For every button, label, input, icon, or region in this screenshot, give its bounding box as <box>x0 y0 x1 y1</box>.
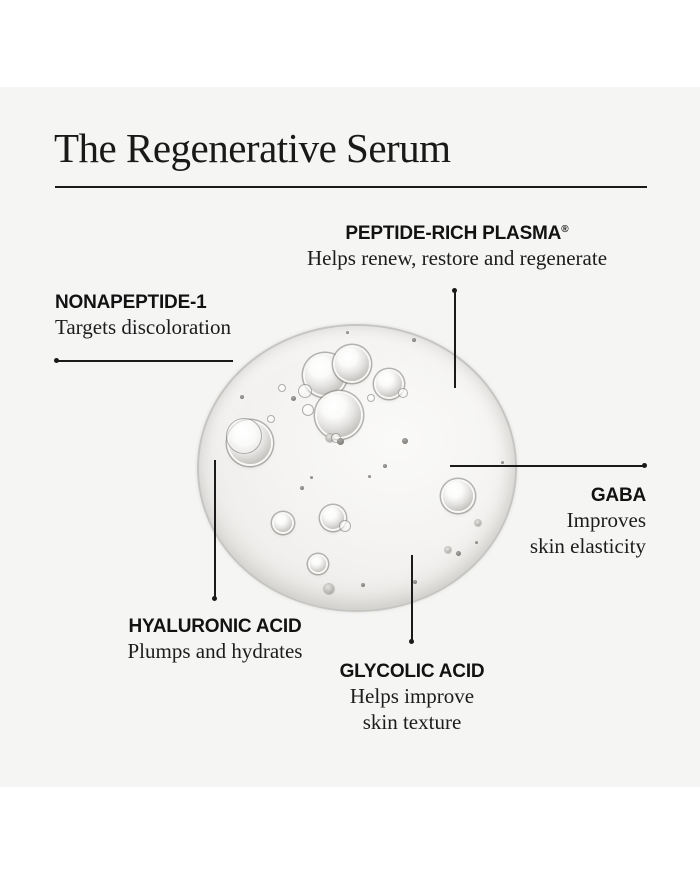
title-divider <box>55 186 647 188</box>
ingredient-name: GLYCOLIC ACID <box>339 661 485 682</box>
ingredient-name: PEPTIDE-RICH PLASMA® <box>345 223 569 244</box>
product-title: The Regenerative Serum <box>54 125 451 171</box>
callout-dot <box>53 358 59 364</box>
gray-bubble <box>324 584 334 594</box>
speck-bubble <box>240 395 244 399</box>
ingredient-benefit: Plumps and hydrates <box>127 639 303 663</box>
ingredient-name: NONAPEPTIDE-1 <box>55 292 207 313</box>
ring-bubble <box>278 384 286 392</box>
speck-bubble <box>413 580 417 584</box>
pearl-bubble <box>376 371 402 397</box>
serum-droplet-photo <box>197 324 517 612</box>
pearl-bubble <box>443 481 473 511</box>
speck-bubble <box>402 438 408 444</box>
pearl-bubble <box>335 347 369 381</box>
pearl-bubble <box>310 556 326 572</box>
speck-bubble <box>412 338 416 342</box>
speck-bubble <box>383 464 387 468</box>
ring-bubble <box>367 394 375 402</box>
gray-bubble <box>475 520 481 526</box>
callout-peptide-rich-plasma: PEPTIDE-RICH PLASMA® Helps renew, restor… <box>257 218 657 271</box>
callout-nonapeptide-1: NONAPEPTIDE-1 Targets discoloration <box>55 291 355 340</box>
callout-dot <box>212 595 218 601</box>
ring-bubble <box>298 384 312 398</box>
ingredient-name: HYALURONIC ACID <box>128 616 302 637</box>
ring-bubble <box>302 404 314 416</box>
callout-hyaluronic-acid: HYALURONIC ACID Plumps and hydrates <box>65 615 365 664</box>
callout-dot <box>409 638 415 644</box>
pearl-bubble <box>274 514 292 532</box>
speck-bubble <box>336 437 344 445</box>
ring-bubble <box>339 520 351 532</box>
speck-bubble <box>500 460 504 464</box>
speck-bubble <box>290 395 296 401</box>
speck-bubble <box>455 550 461 556</box>
registered-trademark: ® <box>561 224 569 235</box>
ingredient-benefit: Targets discoloration <box>55 315 232 339</box>
callout-glycolic-acid: GLYCOLIC ACID Helps improve skin texture <box>312 660 512 735</box>
ingredient-name: GABA <box>590 485 646 506</box>
hyaluronic-callout-line <box>212 460 218 601</box>
gaba-callout-line <box>450 463 647 469</box>
ingredient-benefit: Improves skin elasticity <box>529 508 646 558</box>
ring-bubble <box>267 415 275 423</box>
ring-bubble <box>226 418 262 454</box>
speck-bubble <box>474 540 478 544</box>
peptide-callout-line <box>452 287 458 388</box>
ring-bubble <box>398 388 408 398</box>
callout-gaba: GABA Improves skin elasticity <box>406 484 646 559</box>
speck-bubble <box>367 474 371 478</box>
gray-bubble <box>326 434 334 442</box>
gray-bubble <box>445 547 451 553</box>
nonapeptide-callout-line <box>53 358 233 364</box>
ingredient-benefit: Helps renew, restore and regenerate <box>306 246 608 270</box>
speck-bubble <box>345 330 349 334</box>
speck-bubble <box>361 583 365 587</box>
speck-bubble <box>300 486 304 490</box>
callout-dot <box>641 463 647 469</box>
callout-dot <box>452 287 458 293</box>
pearl-bubble <box>317 393 361 437</box>
speck-bubble <box>309 475 313 479</box>
glycolic-callout-line <box>409 555 415 644</box>
ingredient-benefit: Helps improve skin texture <box>349 684 475 734</box>
pearl-bubble <box>322 507 344 529</box>
